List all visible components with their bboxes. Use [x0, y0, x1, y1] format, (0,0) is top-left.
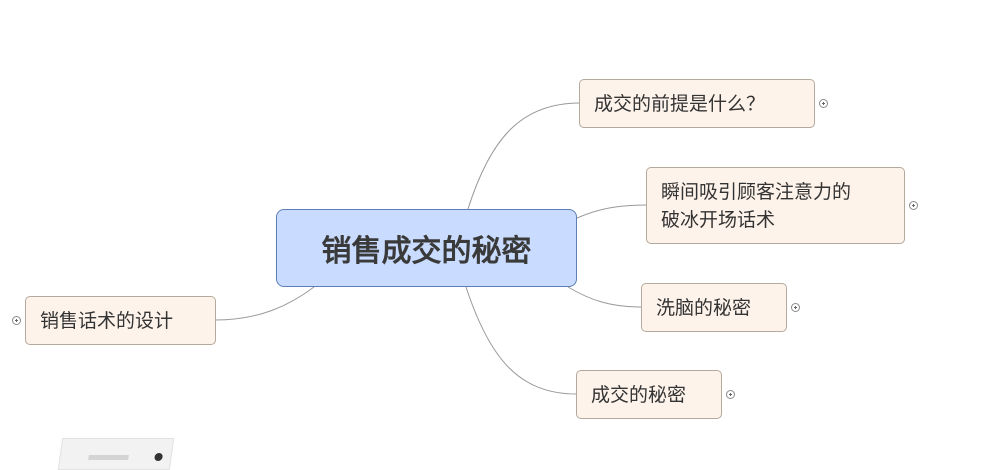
central-topic[interactable]: 销售成交的秘密 [276, 209, 577, 287]
mindmap-canvas: 销售成交的秘密 成交的前提是什么？ 瞬间吸引顾客注意力的 破冰开场话术 洗脑的秘… [12, 79, 918, 470]
topic-icebreaker-label: 瞬间吸引顾客注意力的 破冰开场话术 [661, 180, 852, 231]
plus-circle-icon[interactable] [819, 99, 828, 108]
topic-brainwash-label: 洗脑的秘密 [656, 296, 752, 319]
thumbnail-dot [154, 453, 164, 461]
topic-closing[interactable]: 成交的秘密 [576, 370, 722, 419]
plus-circle-icon[interactable] [909, 201, 918, 210]
topic-brainwash[interactable]: 洗脑的秘密 [641, 283, 787, 332]
central-topic-label: 销售成交的秘密 [321, 234, 532, 269]
plus-circle-icon[interactable] [726, 390, 735, 399]
connector-premise [467, 102, 581, 210]
topic-premise-label: 成交的前提是什么？ [594, 92, 766, 115]
topic-premise[interactable]: 成交的前提是什么？ [579, 79, 815, 128]
connector-brainwash [567, 286, 643, 308]
topic-script-design-label: 销售话术的设计 [40, 309, 174, 332]
connector-icebreaker [576, 204, 648, 219]
thumbnail-bar [88, 455, 129, 460]
connector-script-design [214, 286, 315, 321]
plus-circle-icon[interactable] [791, 303, 800, 312]
connector-layer [214, 102, 648, 395]
connector-closing [465, 286, 578, 395]
topic-script-design[interactable]: 销售话术的设计 [25, 296, 216, 345]
topic-closing-label: 成交的秘密 [591, 383, 687, 406]
plus-circle-icon[interactable] [12, 316, 21, 325]
document-thumbnail [57, 438, 175, 470]
topic-icebreaker[interactable]: 瞬间吸引顾客注意力的 破冰开场话术 [646, 167, 905, 244]
